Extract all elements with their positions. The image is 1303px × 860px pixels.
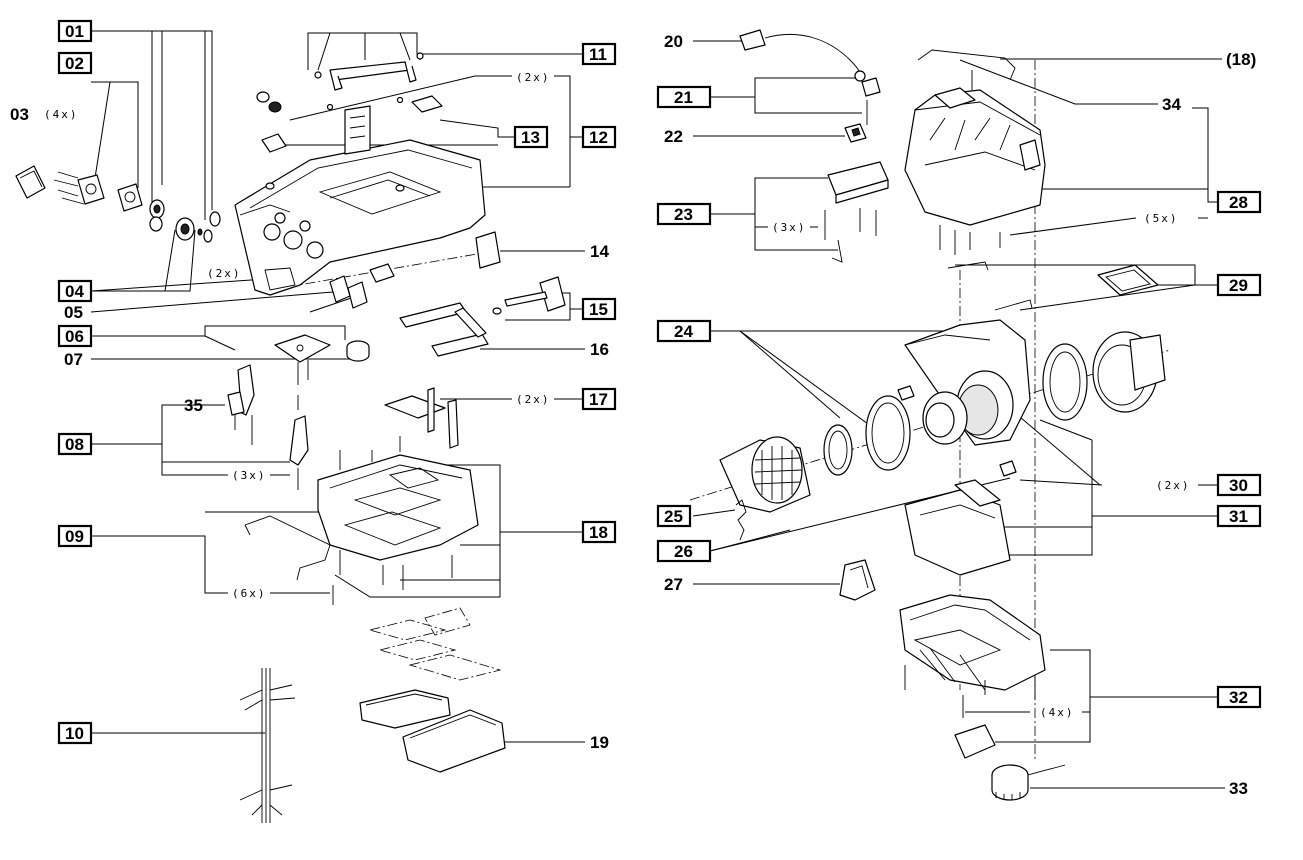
label-27: 27 (664, 575, 683, 594)
label-04: 04 (65, 282, 84, 301)
qty-4x-32: (4x) (1040, 706, 1075, 719)
part-33-castor-wheel (991, 764, 1066, 801)
label-12: 12 (589, 128, 608, 147)
part-25-spring (735, 499, 747, 541)
qty-4x-left: (4x) (44, 108, 79, 121)
part-23-holder (824, 161, 889, 263)
part-10-cable-harness (239, 668, 296, 823)
part-13-cap-parts (256, 91, 443, 155)
part-27-bracket (839, 559, 876, 601)
label-06: 06 (65, 327, 84, 346)
label-21: 21 (674, 88, 693, 107)
qty-2x-17: (2x) (516, 393, 551, 406)
label-28: 28 (1229, 193, 1248, 212)
label-19: 19 (590, 733, 609, 752)
part-31-air-guides (904, 479, 1011, 576)
part-24-motor-assembly (897, 319, 1031, 477)
part-03-switch-cover (15, 165, 46, 199)
label-24: 24 (674, 322, 693, 341)
part-26-filter-grille (719, 436, 811, 513)
label-16: 16 (590, 340, 609, 359)
label-15: 15 (589, 300, 608, 319)
qty-3x-23: (3x) (772, 221, 807, 234)
part-19-trays (359, 607, 506, 773)
part-07-button (346, 340, 370, 362)
qty-2x-left: (2x) (207, 267, 242, 280)
part-labels: 01 02 03 04 05 06 07 08 09 10 35 11 12 1… (10, 19, 1262, 798)
part-22-terminal (844, 123, 867, 143)
label-35: 35 (184, 396, 203, 415)
qty-5x: (5x) (1144, 212, 1179, 225)
label-18: 18 (589, 523, 608, 542)
part-16-frame (399, 302, 489, 357)
label-10: 10 (65, 724, 84, 743)
part-02-switch-frames (53, 171, 143, 212)
part-12-top-housing (234, 139, 486, 296)
part-04-05-switches (329, 263, 395, 309)
label-13: 13 (521, 128, 540, 147)
label-14: 14 (590, 242, 609, 261)
qty-3x-left: (3x) (232, 469, 267, 482)
label-25: 25 (664, 507, 683, 526)
qty-2x-30: (2x) (1156, 479, 1191, 492)
qty-6x: (6x) (232, 587, 267, 600)
label-30: 30 (1229, 476, 1248, 495)
part-15-key (492, 276, 566, 315)
part-17-holder (384, 387, 459, 449)
part-32-base (899, 594, 1046, 759)
part-35-08-clamps (227, 364, 309, 490)
label-29: 29 (1229, 276, 1248, 295)
label-22: 22 (664, 127, 683, 146)
label-03: 03 (10, 105, 29, 124)
label-02: 02 (65, 54, 84, 73)
label-01: 01 (65, 22, 84, 41)
label-31: 31 (1229, 507, 1248, 526)
part-06-plate (274, 334, 331, 385)
part-18-bottom-container (317, 436, 479, 590)
part-14-side-plate (475, 231, 501, 269)
label-11: 11 (589, 45, 607, 64)
label-05: 05 (64, 303, 83, 322)
label-32: 32 (1229, 688, 1248, 707)
part-21-cable-clamp (861, 77, 881, 125)
part-11-handle (314, 52, 424, 111)
part-30-fan-cover (1092, 331, 1166, 413)
label-20: 20 (664, 32, 683, 51)
label-18-reference: (18) (1226, 50, 1256, 69)
leader-lines (90, 30, 1225, 789)
part-09-wire-bracket (244, 515, 334, 605)
label-07: 07 (64, 350, 83, 369)
label-23: 23 (674, 205, 693, 224)
qty-2x-top: (2x) (516, 71, 551, 84)
label-26: 26 (674, 542, 693, 561)
label-17: 17 (589, 390, 608, 409)
label-33: 33 (1229, 779, 1248, 798)
quantity-annotations: (4x) (2x) (2x) (3x) (2x) (6x) (3x) (5x) … (40, 70, 1198, 719)
part-29-seals (947, 261, 1159, 311)
part-20-power-cable (739, 29, 866, 82)
label-08: 08 (65, 435, 84, 454)
part-01-knobs (149, 199, 221, 243)
part-34-motor-housing (904, 49, 1046, 255)
part-24-rings (823, 343, 1088, 476)
label-34: 34 (1162, 95, 1181, 114)
label-09: 09 (65, 527, 84, 546)
